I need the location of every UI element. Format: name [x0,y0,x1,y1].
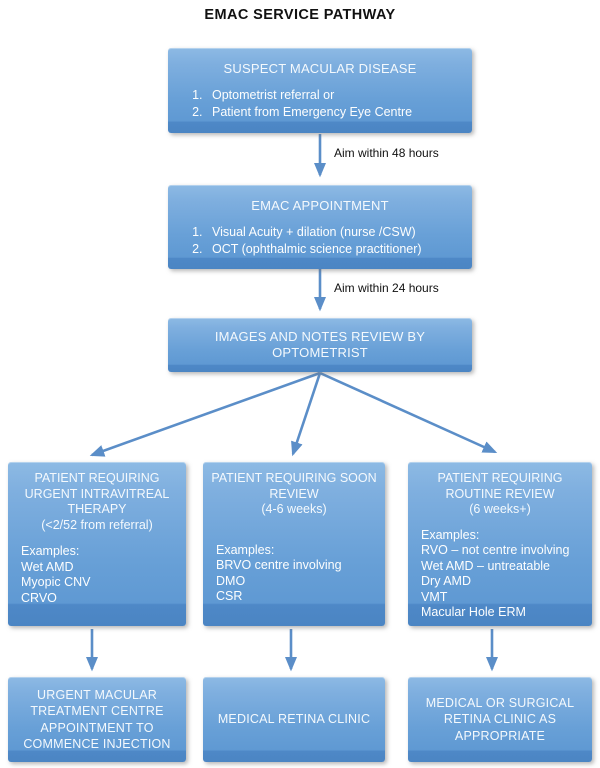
list-item: Patient from Emergency Eye Centre [206,104,462,121]
example-item: DMO [216,573,246,588]
examples-block: Examples: BRVO centre involving DMO CSR [203,543,385,605]
node-list: Visual Acuity + dilation (nurse /CSW) OC… [168,224,472,257]
examples-label: Examples: [216,542,275,557]
examples-label: Examples: [21,544,80,558]
node-list: Optometrist referral or Patient from Eme… [168,87,472,120]
node-heading: MEDICAL RETINA CLINIC [217,712,371,727]
arrow-review-to-soon [291,372,322,457]
node-soon-review: PATIENT REQUIRING SOON REVIEW (4-6 weeks… [203,462,385,626]
arrow-label-24-hours: Aim within 24 hours [334,281,439,295]
node-emac-appointment: EMAC APPOINTMENT Visual Acuity + dilatio… [168,185,472,269]
node-medical-retina-clinic: MEDICAL RETINA CLINIC [203,677,385,762]
list-item: Optometrist referral or [206,87,462,104]
node-urgent-treatment-centre: URGENT MACULAR TREATMENT CENTRE APPOINTM… [8,677,186,762]
example-item: VMT [421,589,448,604]
node-heading: EMAC APPOINTMENT [251,198,389,213]
node-heading: IMAGES AND NOTES REVIEW BY OPTOMETRIST [214,328,426,361]
node-suspect-macular-disease: SUSPECT MACULAR DISEASE Optometrist refe… [168,48,472,133]
arrow-review-to-routine [319,371,498,454]
node-heading: URGENT MACULAR TREATMENT CENTRE APPOINTM… [23,687,171,752]
example-item: Wet AMD – untreatable [421,558,551,573]
node-subheading: (<2/52 from referral) [41,517,153,532]
examples-block: Examples: Wet AMD Myopic CNV CRVO [8,544,186,606]
node-urgent-intravitreal-therapy: PATIENT REQUIRING URGENT INTRAVITREAL TH… [8,462,186,626]
example-item: Macular Hole ERM [421,605,526,619]
example-item: CSR [216,589,243,603]
page-title: EMAC SERVICE PATHWAY [204,7,396,23]
examples-label: Examples: [421,527,480,542]
node-heading: MEDICAL OR SURGICAL RETINA CLINIC AS APP… [425,695,575,743]
node-medical-surgical-retina-clinic: MEDICAL OR SURGICAL RETINA CLINIC AS APP… [408,677,592,762]
node-heading: SUSPECT MACULAR DISEASE [223,61,417,76]
arrow-label-48-hours: Aim within 48 hours [334,146,439,160]
example-item: Myopic CNV [21,575,91,589]
node-subheading: (4-6 weeks) [261,502,327,516]
node-routine-review: PATIENT REQUIRING ROUTINE REVIEW (6 week… [408,462,592,626]
example-item: Dry AMD [421,574,471,588]
node-heading: PATIENT REQUIRING URGENT INTRAVITREAL TH… [24,471,170,516]
node-images-notes-review: IMAGES AND NOTES REVIEW BY OPTOMETRIST [168,318,472,372]
list-item: OCT (ophthalmic science practitioner) [206,241,462,258]
example-item: CRVO [21,590,57,605]
list-item: Visual Acuity + dilation (nurse /CSW) [206,224,462,241]
node-subheading: (6 weeks+) [469,502,531,516]
node-heading: PATIENT REQUIRING SOON REVIEW [211,471,377,501]
example-item: BRVO centre involving [216,558,342,572]
example-item: Wet AMD [21,559,74,574]
node-heading: PATIENT REQUIRING ROUTINE REVIEW [437,471,563,501]
example-item: RVO – not centre involving [421,543,570,557]
arrow-review-to-urgent [89,371,321,457]
examples-block: Examples: RVO – not centre involving Wet… [408,528,592,621]
